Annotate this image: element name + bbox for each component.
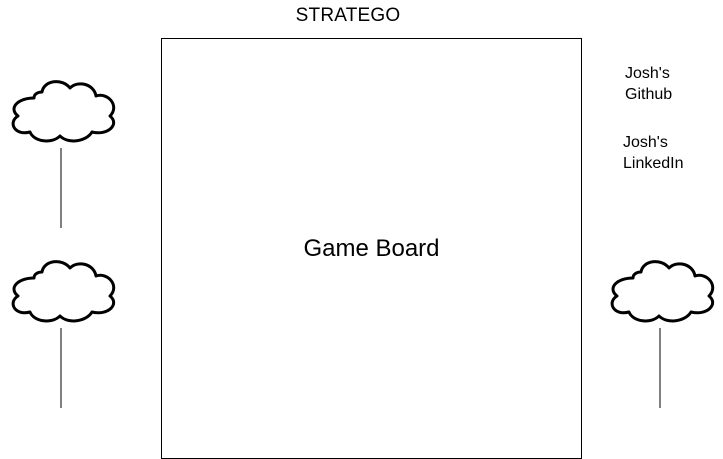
game-board-label: Game Board — [303, 235, 440, 262]
cloud-tree-icon — [8, 74, 120, 230]
linkedin-link[interactable]: Josh's LinkedIn — [623, 134, 684, 172]
github-link[interactable]: Josh's Github — [625, 65, 673, 103]
game-board[interactable]: Game Board — [161, 38, 582, 459]
cloud-tree-icon — [607, 254, 719, 410]
page-title: STRATEGO — [295, 5, 401, 26]
cloud-tree-icon — [8, 254, 120, 410]
